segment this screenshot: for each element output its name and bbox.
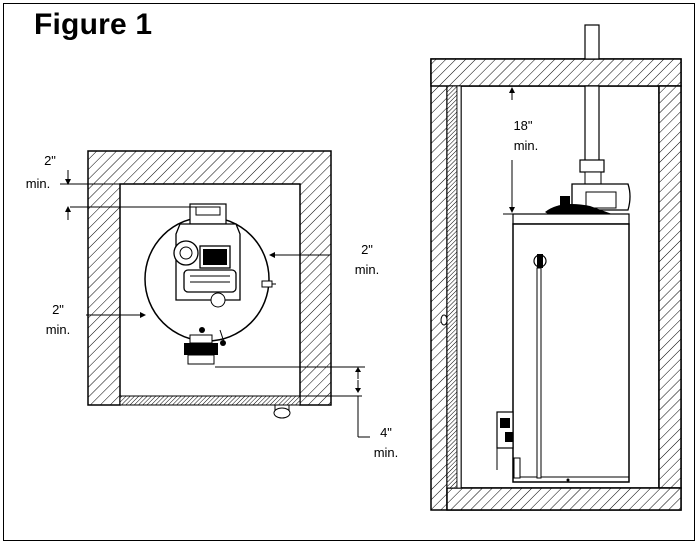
floor-drain-icon [273, 404, 291, 419]
dimension-right-clearance: 2" min. [269, 242, 380, 277]
side-top-clearance-value: 18" [513, 118, 532, 133]
left-clearance-unit: min. [46, 322, 71, 337]
left-clearance-value: 2" [52, 302, 64, 317]
water-heater-top-view-icon [70, 203, 276, 365]
vent-pipe-icon [579, 24, 605, 173]
top-clearance-value: 2" [44, 153, 56, 168]
dimension-left-clearance: 2" min. [46, 302, 146, 337]
power-vent-blower-icon [545, 171, 631, 214]
dimension-front-clearance: 4" min. [215, 366, 399, 460]
side-view: 18" min. [430, 24, 682, 511]
top-view-enclosure-walls [87, 150, 332, 406]
side-top-clearance-unit: min. [514, 138, 539, 153]
figure-title: Figure 1 [34, 8, 153, 41]
dimension-side-top-clearance: 18" min. [503, 87, 560, 215]
right-clearance-value: 2" [361, 242, 373, 257]
water-heater-tank-icon [496, 213, 630, 483]
wall-outlet-icon [440, 314, 448, 326]
top-view-floor [119, 395, 301, 406]
front-clearance-unit: min. [374, 445, 399, 460]
top-clearance-unit: min. [26, 176, 51, 191]
right-clearance-unit: min. [355, 262, 380, 277]
dimension-top-clearance: 2" min. [26, 153, 120, 220]
front-clearance-value: 4" [380, 425, 392, 440]
top-view: 2" min. 2" min. 2" min. 4" min. [26, 150, 399, 460]
